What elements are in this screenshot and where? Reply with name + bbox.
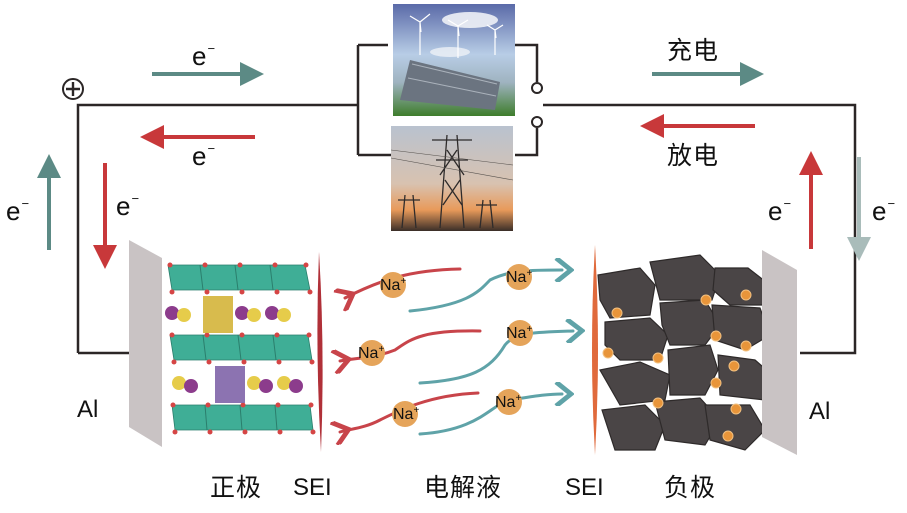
cathode-structure bbox=[165, 262, 316, 435]
electrolyte-label: 电解液 bbox=[424, 473, 503, 502]
right-al-label: Al bbox=[809, 398, 831, 425]
anode-structure bbox=[597, 254, 779, 451]
discharge-label: 放电 bbox=[667, 141, 720, 170]
switch-contact-bottom bbox=[531, 116, 543, 128]
electron-label-left-outer: e− bbox=[6, 196, 30, 226]
na-ion-label: Na+ bbox=[393, 405, 420, 423]
charge-label: 充电 bbox=[667, 36, 720, 65]
na-ion-label: Na+ bbox=[506, 324, 533, 342]
cathode-current-collector bbox=[129, 240, 162, 447]
na-ion-label: Na+ bbox=[506, 268, 533, 286]
anode-sodium-particles bbox=[602, 289, 752, 442]
electron-label-right-outer: e− bbox=[872, 196, 896, 226]
cathode-label: 正极 bbox=[210, 473, 263, 502]
sodium-ions bbox=[359, 264, 533, 427]
left-al-label: Al bbox=[77, 396, 99, 423]
positive-terminal-icon bbox=[62, 78, 84, 100]
anode-label: 负极 bbox=[664, 473, 717, 502]
na-ion-label: Na+ bbox=[358, 344, 385, 362]
ion-flow-arrows bbox=[340, 269, 573, 434]
sei-left-label: SEI bbox=[293, 474, 332, 501]
anode-sei-layer bbox=[592, 245, 598, 455]
sei-right-label: SEI bbox=[565, 474, 604, 501]
electron-label-left-inner: e− bbox=[116, 191, 140, 221]
electron-label-discharge-top: e− bbox=[192, 141, 216, 171]
power-grid-photo bbox=[390, 126, 514, 231]
cathode-sei-layer bbox=[317, 252, 323, 452]
switch-contact-top bbox=[531, 82, 543, 94]
na-ion-label: Na+ bbox=[380, 276, 407, 294]
external-circuit-wire bbox=[76, 43, 857, 355]
electron-label-right-inner: e− bbox=[768, 196, 792, 226]
anode-current-collector bbox=[762, 250, 797, 455]
na-ion-label: Na+ bbox=[495, 393, 522, 411]
renewable-energy-photo bbox=[393, 4, 515, 116]
electron-label-charge-top: e− bbox=[192, 41, 216, 71]
